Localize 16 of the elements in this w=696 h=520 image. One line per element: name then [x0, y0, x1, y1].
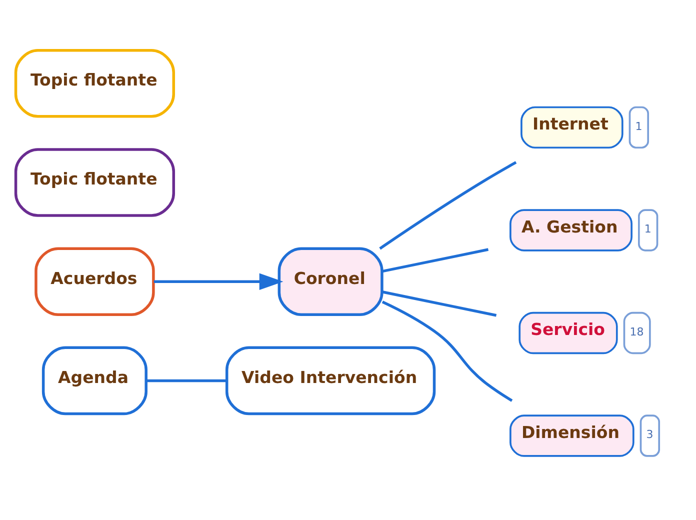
connector: [146, 378, 226, 382]
connector: [382, 300, 513, 402]
node-box: Agenda: [42, 346, 148, 415]
node-box: Topic flotante: [14, 48, 176, 118]
connector: [382, 290, 497, 316]
connector: [382, 248, 489, 272]
node-label: 18: [630, 324, 644, 338]
arrow: [154, 272, 284, 290]
node-label: 3: [646, 428, 654, 441]
node-label: 1: [635, 119, 642, 132]
connector: [379, 160, 517, 250]
node-box: Topic flotante: [14, 148, 176, 216]
node-label: 1: [644, 222, 652, 236]
node-box: Video Intervención: [225, 346, 436, 415]
node-box: Coronel: [278, 246, 384, 316]
node-box: Acuerdos: [34, 246, 155, 316]
